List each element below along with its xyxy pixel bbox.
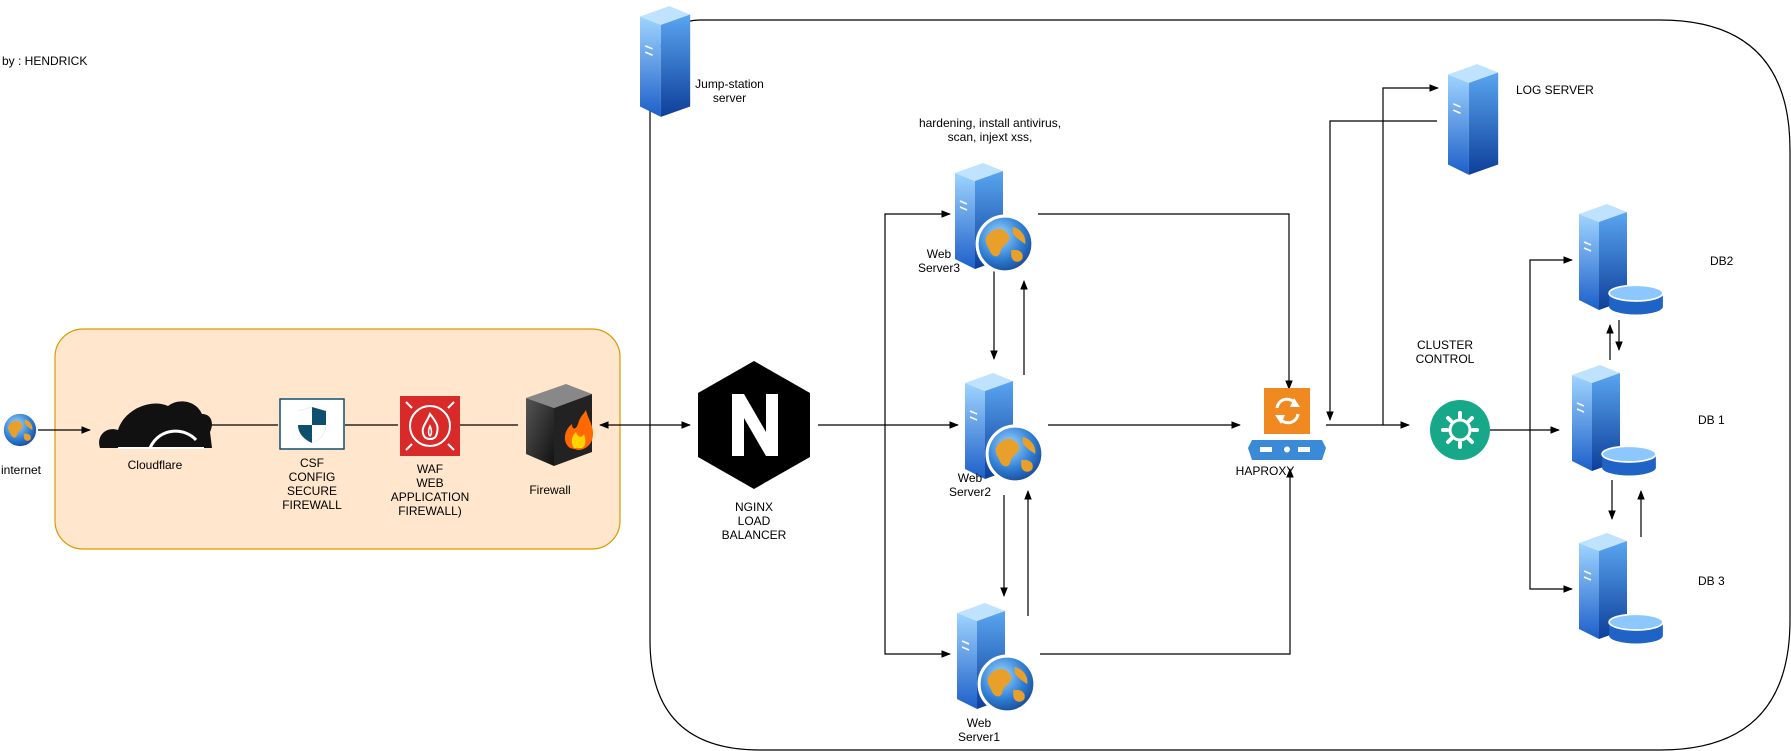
database-server-icon [1571, 364, 1657, 477]
web-server3-label: Web Server3 [917, 247, 961, 275]
edge-web3-haproxy [1038, 213, 1293, 390]
web-server1-label: Web Server1 [957, 716, 1001, 744]
db2-label: DB2 [1710, 254, 1734, 268]
db3-label: DB 3 [1698, 574, 1725, 588]
log-server-label: LOG SERVER [1516, 83, 1594, 97]
edge-nginx-web1 [884, 425, 951, 658]
edge-haproxy-log [1382, 84, 1439, 425]
db1-label: DB 1 [1698, 413, 1725, 427]
connectors [38, 84, 1645, 658]
database-server-icon [1578, 203, 1664, 316]
edge-web1-haproxy [1040, 468, 1294, 655]
globe-icon [1, 411, 39, 449]
internet-label: internet [0, 463, 42, 477]
nginx-icon [698, 361, 810, 489]
waf-label: WAF WEB APPLICATION FIREWALL) [390, 462, 470, 518]
cluster-control-icon [1430, 400, 1490, 460]
csf-label: CSF CONFIG SECURE FIREWALL [282, 456, 342, 512]
edge-nginx-web3 [884, 210, 951, 425]
edge-cluster-db3 [1529, 430, 1573, 593]
database-server-icon [1578, 532, 1664, 645]
cloudflare-label: Cloudflare [127, 458, 183, 472]
firewall-icon [526, 384, 594, 466]
edge-cluster-db2 [1529, 256, 1573, 430]
haproxy-icon [1248, 388, 1326, 460]
firewall-label: Firewall [529, 483, 571, 497]
cluster-control-label: CLUSTER CONTROL [1415, 338, 1475, 366]
cloudflare-icon [99, 401, 212, 449]
web-server-icon [964, 372, 1045, 484]
hardening-note: hardening, install antivirus, scan, inje… [918, 116, 1062, 144]
server-icon [1447, 63, 1500, 176]
waf-icon [400, 396, 460, 456]
haproxy-label: HAPROXY [1235, 464, 1295, 478]
jump-station-label: Jump-station server [695, 77, 764, 105]
author-label: by : HENDRICK [2, 54, 88, 68]
nginx-label: NGINX LOAD BALANCER [721, 500, 787, 542]
web-server-icon [956, 602, 1037, 714]
edge-log-haproxy [1326, 120, 1437, 421]
shield-icon [279, 398, 345, 450]
web-server2-label: Web Server2 [948, 471, 992, 499]
